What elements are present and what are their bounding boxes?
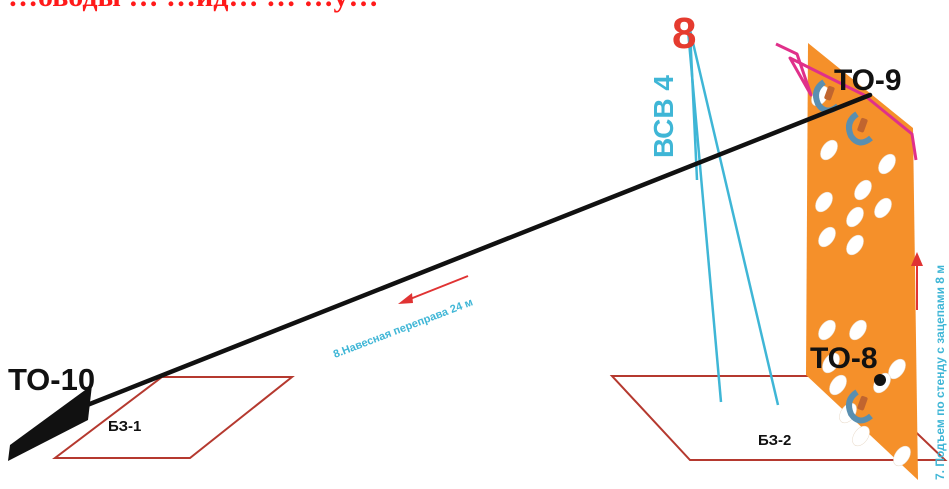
wall-hold: [822, 352, 840, 374]
stage-number-label: 8: [672, 9, 696, 58]
wall-hold: [820, 139, 838, 161]
zone-bz2-label: БЗ-2: [758, 432, 791, 449]
traverse-annotation: 8.Навесная переправа 24 м: [332, 296, 475, 360]
climb-annotation: 7. Подъем по стенду с зацепами 8 м: [933, 265, 947, 480]
vsv-label: ВСВ 4: [648, 75, 679, 158]
wall-hold: [852, 425, 870, 447]
to9-label: ТО-9: [834, 64, 902, 97]
wall-hold: [846, 234, 864, 256]
vsv-line: [688, 29, 699, 181]
wall-hold: [818, 226, 836, 248]
page-title-fragment: …оводы … …ид… … …у…: [8, 0, 378, 13]
zone-bz1-outline: [52, 376, 295, 459]
wall-hold: [874, 197, 892, 219]
wall-hold: [854, 179, 872, 201]
carabiner-icon: [846, 374, 886, 424]
to8-label: ТО-8: [810, 342, 878, 375]
wall-hold: [893, 445, 911, 467]
vsv-line: [688, 29, 780, 406]
zone-bz2-outline: [609, 375, 948, 461]
zone-bz1-label: БЗ-1: [108, 418, 141, 435]
wall-hold: [818, 319, 836, 341]
wall-hold: [815, 191, 833, 213]
traverse-rope: [59, 92, 873, 418]
vsv-lines: [686, 29, 780, 406]
traverse-direction-arrow: [398, 275, 469, 304]
top-rope-magenta: [775, 42, 918, 161]
wall-hold: [846, 206, 864, 228]
wall-hold: [849, 319, 867, 341]
to10-label: ТО-10: [8, 362, 95, 397]
wall-hold: [878, 153, 896, 175]
carabiner-icon: [846, 111, 873, 146]
wall-hold: [829, 374, 847, 396]
wall-holds: [811, 85, 911, 467]
climb-direction-arrow: [911, 252, 923, 310]
to10-anchor-block: [8, 385, 92, 461]
